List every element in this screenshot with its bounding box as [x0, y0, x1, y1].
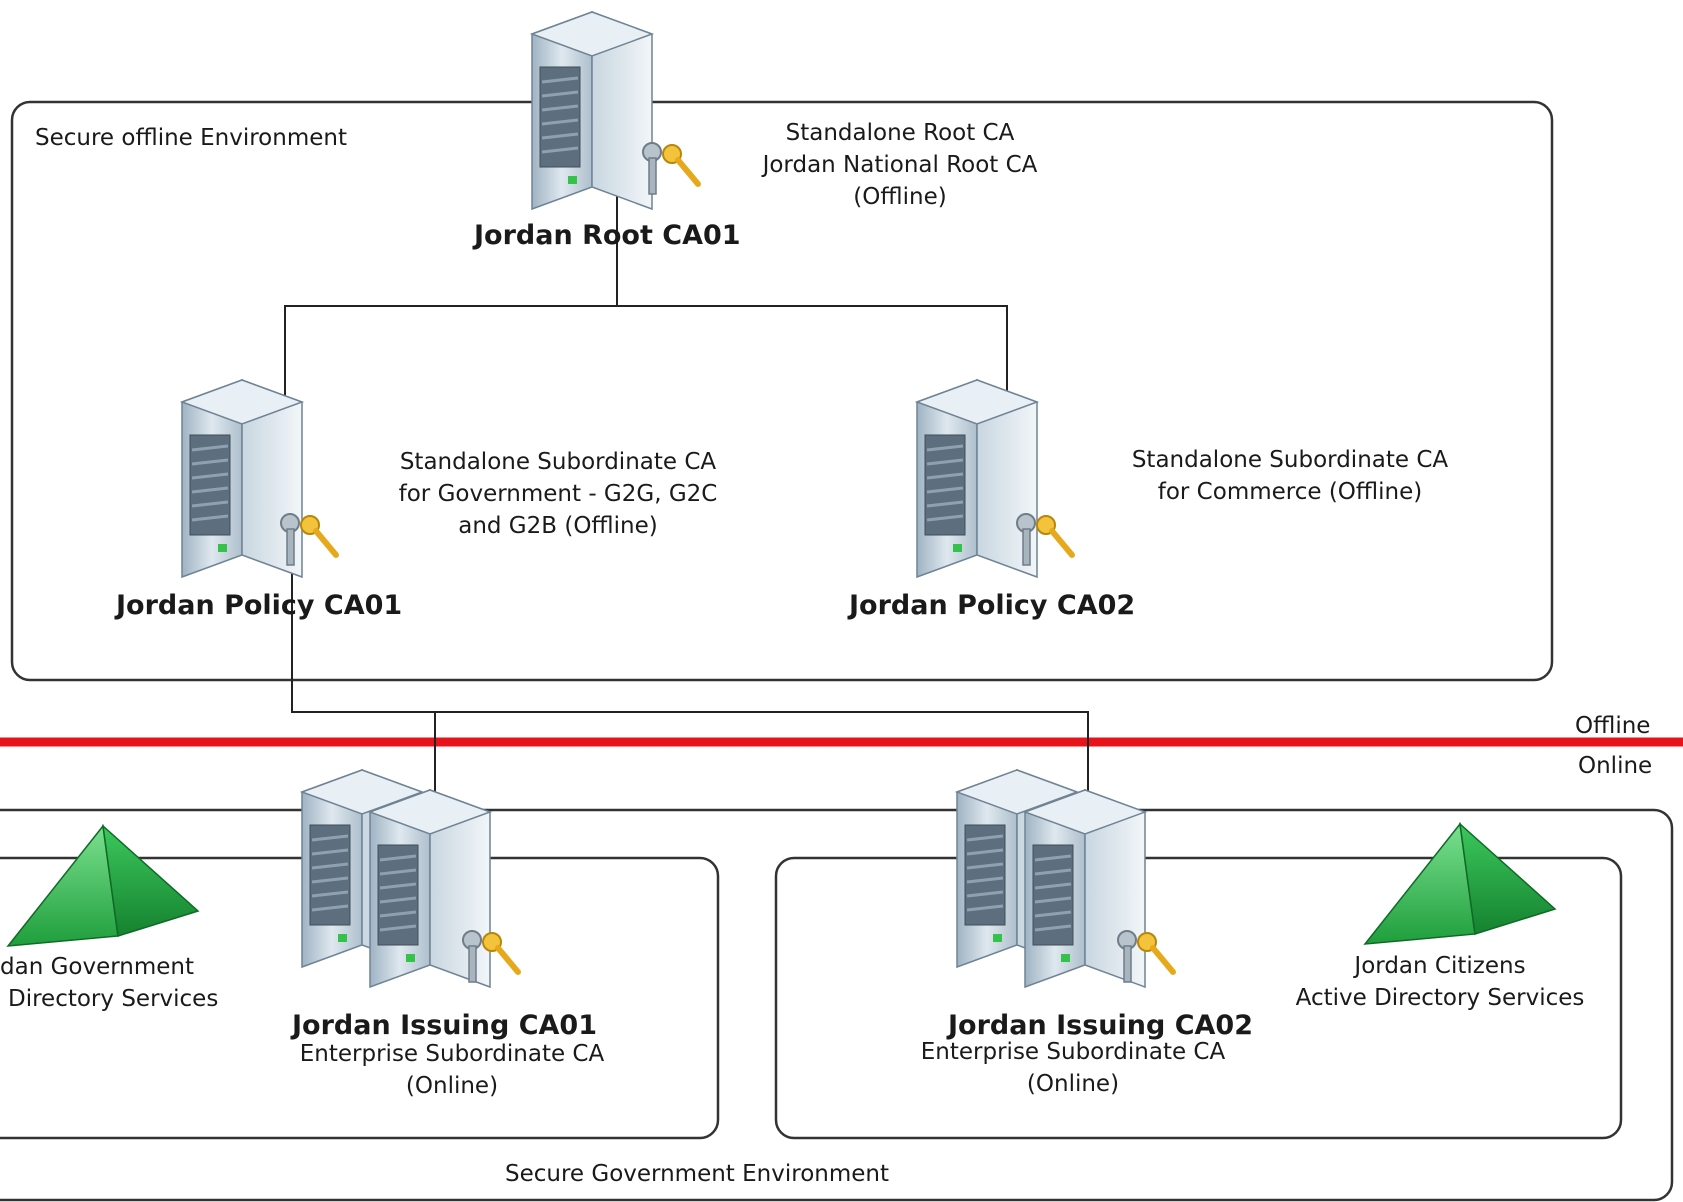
connector-lines — [284, 195, 1089, 818]
citizens-ad-desc-line: Jordan Citizens — [1354, 953, 1526, 979]
policy-ca02-server-icon — [915, 378, 1039, 579]
issuing-ca02-desc-line: (Online) — [1026, 1071, 1120, 1097]
policy-ca01-desc-line: and G2B (Offline) — [458, 513, 658, 539]
policy-ca01-name: Jordan Policy CA01 — [116, 590, 403, 621]
issuing-ca02-name: Jordan Issuing CA02 — [948, 1010, 1253, 1041]
offline-environment-label: Secure offline Environment — [35, 125, 347, 151]
online-label: Online — [1578, 753, 1653, 779]
issuing-ca01-desc-line: (Online) — [405, 1073, 499, 1099]
gov-ad-description: dan Government Directory Services — [0, 951, 218, 1015]
issuing-ca02-description: Enterprise Subordinate CA (Online) — [873, 1036, 1273, 1100]
policy-ca01-key-icon — [281, 514, 336, 565]
policy-ca01-description: Standalone Subordinate CA for Government… — [358, 446, 758, 542]
citizens-ad-description: Jordan Citizens Active Directory Service… — [1265, 950, 1615, 1014]
root-ca-server-icon — [530, 10, 654, 211]
policy-ca02-name: Jordan Policy CA02 — [849, 590, 1136, 621]
gov-ad-desc-line: Directory Services — [8, 986, 219, 1012]
policy-ca01-server-icon — [180, 378, 304, 579]
policy-ca02-desc-line: Standalone Subordinate CA — [1131, 447, 1449, 473]
policy-ca02-desc-line: for Commerce (Offline) — [1157, 479, 1423, 505]
issuing-ca02-desc-line: Enterprise Subordinate CA — [920, 1039, 1226, 1065]
gov-ad-desc-line: dan Government — [0, 954, 195, 980]
gov-environment-label: Secure Government Environment — [505, 1161, 889, 1187]
root-ca-name: Jordan Root CA01 — [474, 220, 741, 251]
issuing-ca02-box — [774, 856, 1623, 1140]
policy-ca01-desc-line: Standalone Subordinate CA — [399, 449, 717, 475]
issuing-ca01-desc-line: Enterprise Subordinate CA — [299, 1041, 605, 1067]
gov-active-directory-pyramid-icon — [7, 825, 199, 947]
issuing-ca01-description: Enterprise Subordinate CA (Online) — [252, 1038, 652, 1102]
offline-label: Offline — [1575, 713, 1651, 739]
root-ca-desc-line: Standalone Root CA — [785, 120, 1015, 146]
offline-environment-box — [10, 100, 1554, 682]
root-ca-description: Standalone Root CA Jordan National Root … — [725, 117, 1075, 213]
policy-ca02-key-icon — [1017, 514, 1072, 565]
government-environment-box — [0, 808, 1674, 1202]
root-ca-key-icon — [643, 143, 698, 194]
root-ca-desc-line: Jordan National Root CA — [762, 152, 1038, 178]
policy-ca01-desc-line: for Government - G2G, G2C — [398, 481, 718, 507]
root-ca-desc-line: (Offline) — [853, 184, 947, 210]
citizens-active-directory-pyramid-icon — [1364, 823, 1556, 945]
citizens-ad-desc-line: Active Directory Services — [1295, 985, 1585, 1011]
policy-ca02-description: Standalone Subordinate CA for Commerce (… — [1090, 444, 1490, 508]
issuing-ca01-name: Jordan Issuing CA01 — [292, 1010, 597, 1041]
